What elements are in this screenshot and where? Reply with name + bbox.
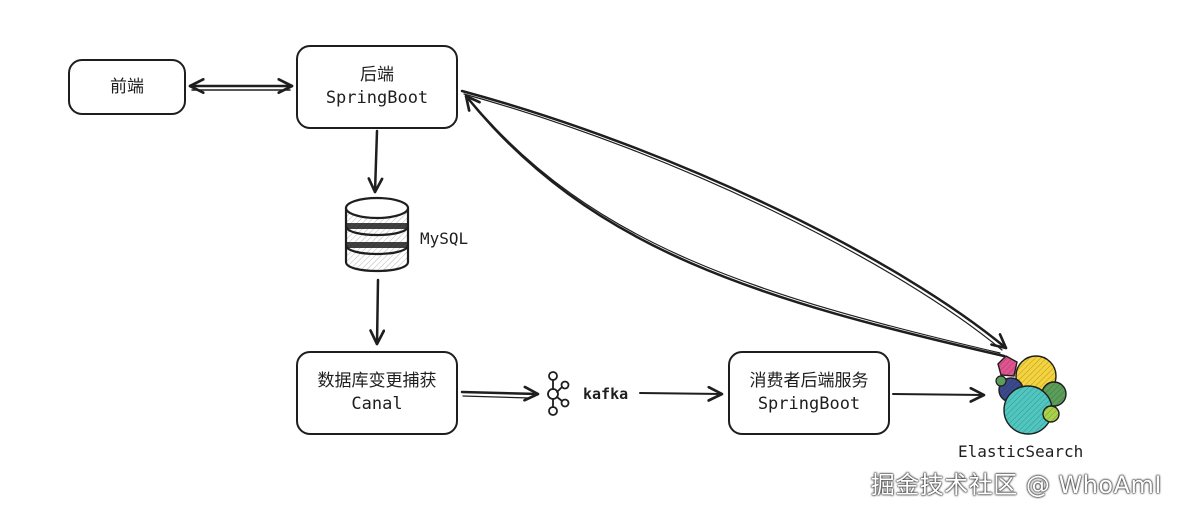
database-icon xyxy=(344,196,410,273)
kafka-icon xyxy=(547,371,570,416)
consumer-es-arrow xyxy=(892,386,986,403)
canal-node-title: 数据库变更捕获 xyxy=(317,371,437,392)
mysql-canal-arrow xyxy=(369,278,386,346)
backend-es-arrow xyxy=(460,89,1008,351)
consumer-node[interactable]: 消费者后端服务 SpringBoot xyxy=(728,351,890,435)
mysql-label: MySQL xyxy=(420,229,469,248)
canal-node[interactable]: 数据库变更捕获 Canal xyxy=(296,351,458,435)
canal-kafka-arrow xyxy=(460,385,540,402)
consumer-node-subtitle: SpringBoot xyxy=(757,394,861,414)
backend-mysql-arrow xyxy=(367,129,384,194)
kafka-consumer-arrow xyxy=(639,385,724,402)
frontend-backend-arrow xyxy=(188,78,294,94)
backend-node-subtitle: SpringBoot xyxy=(325,88,429,108)
watermark: 掘金技术社区 @ WhoAmI xyxy=(870,471,1162,499)
elasticsearch-icon xyxy=(995,355,1067,435)
kafka-label: kafka xyxy=(583,385,629,403)
backend-node[interactable]: 后端 SpringBoot xyxy=(296,45,458,129)
elasticsearch-label: ElasticSearch xyxy=(958,442,1084,461)
backend-node-title: 后端 xyxy=(360,65,394,86)
es-backend-arrow xyxy=(464,94,1006,358)
frontend-node-title: 前端 xyxy=(110,76,144,97)
consumer-node-title: 消费者后端服务 xyxy=(749,371,869,392)
frontend-node[interactable]: 前端 xyxy=(68,59,186,115)
canal-node-subtitle: Canal xyxy=(351,394,403,414)
